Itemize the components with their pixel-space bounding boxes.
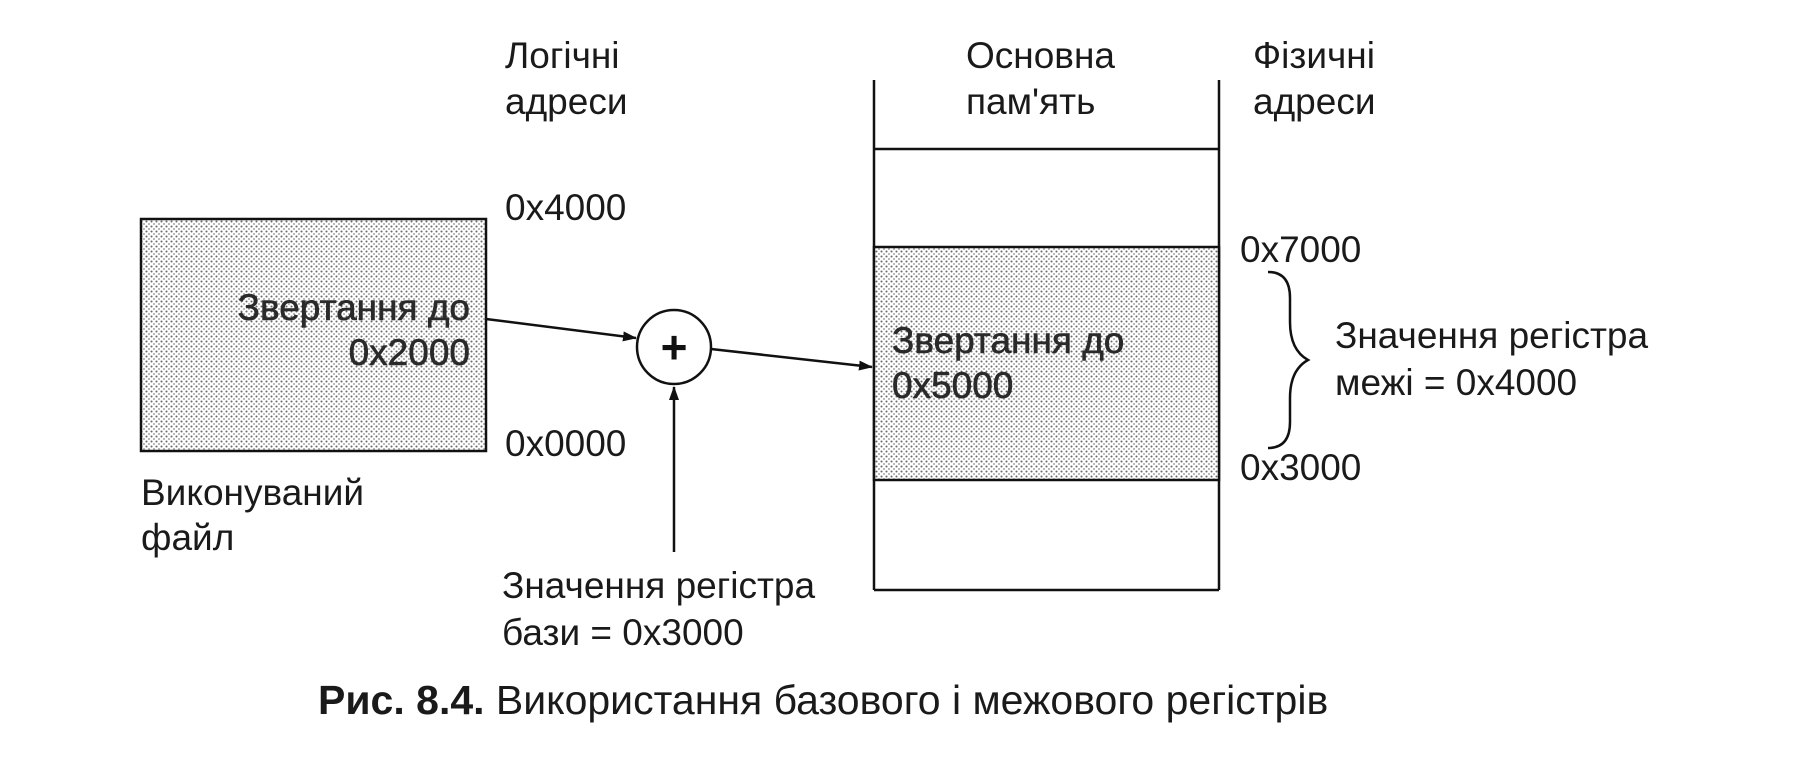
logical-address-top: 0x4000: [505, 187, 626, 228]
logical-address-bottom: 0x0000: [505, 423, 626, 464]
executable-file-label-line1: Виконуваний: [141, 472, 364, 513]
memory-reference-line1: Звертання до: [892, 320, 1124, 361]
figure-caption: Рис. 8.4. Використання базового і межово…: [318, 677, 1328, 723]
executable-reference-line1: Звертання до: [238, 287, 470, 328]
main-memory-label-line2: пам'ять: [966, 81, 1095, 122]
physical-addresses-label-line1: Фізичні: [1253, 35, 1375, 76]
executable-file-label-line2: файл: [141, 517, 234, 558]
memory-reference-line2: 0x5000: [892, 365, 1013, 406]
executable-file-box: [139, 217, 488, 453]
logical-addresses-label-line2: адреси: [505, 81, 628, 122]
physical-address-arrow: [710, 347, 873, 371]
figure-caption-text: Використання базового і межового регістр…: [485, 677, 1329, 723]
limit-brace: [1267, 270, 1311, 450]
limit-register-label-line1: Значення регістра: [1335, 315, 1648, 356]
physical-addresses-label-line2: адреси: [1253, 81, 1376, 122]
physical-address-bottom: 0x3000: [1240, 447, 1361, 488]
physical-address-top: 0x7000: [1240, 229, 1361, 270]
logical-address-arrow: [485, 317, 637, 342]
limit-register-label-line2: межі = 0x4000: [1335, 362, 1577, 403]
logical-addresses-label-line1: Логічні: [505, 35, 620, 76]
base-register-label-line2: бази = 0x3000: [502, 612, 744, 653]
main-memory-label-line1: Основна: [966, 35, 1115, 76]
figure-caption-number: Рис. 8.4.: [318, 677, 485, 723]
base-register-label-line1: Значення регістра: [502, 565, 815, 606]
executable-reference-line2: 0x2000: [349, 332, 470, 373]
plus-icon: +: [661, 321, 688, 373]
adder-circle: [635, 308, 713, 386]
program-memory-region: [872, 245, 1221, 482]
